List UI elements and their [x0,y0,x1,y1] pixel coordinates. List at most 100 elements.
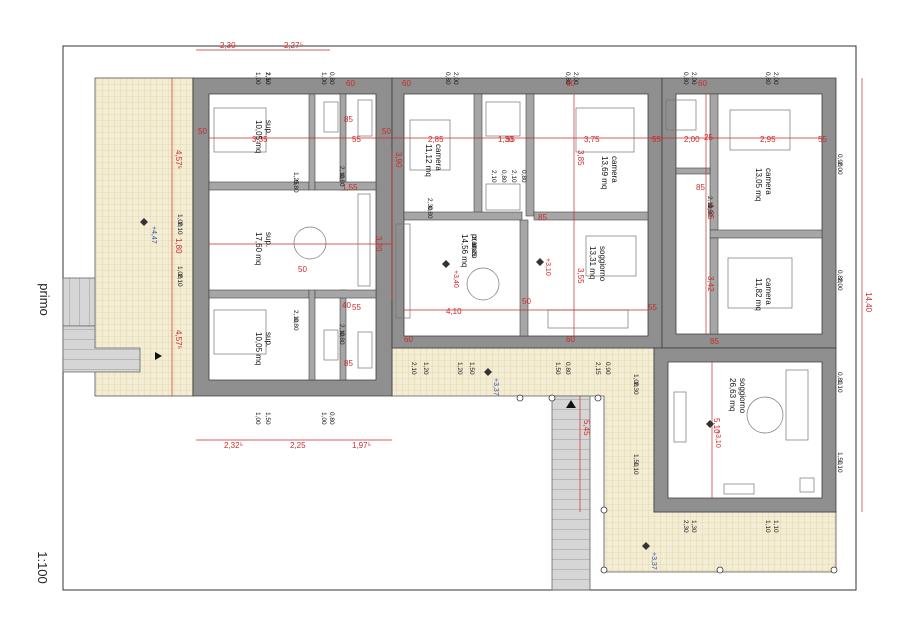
dim-interior-33: 85 [344,359,353,368]
elevation-1: +3,40 [452,270,459,288]
dim-interior-5: 2,95 [760,135,776,144]
room-area-camera-c: 13,05 mq [754,168,763,201]
stair-west [62,277,96,327]
dim-interior-28: 60 [566,79,575,88]
opening-label: 1,00 [254,412,261,425]
opening-label: 2,00 [772,72,779,85]
dim-interior-18: 50 [522,297,531,306]
opening-label: 1,20 [422,362,429,375]
elevation-2: +3,10 [544,258,551,276]
opening-label: 2,00 [452,72,459,85]
dim-interior-34: 85 [538,213,547,222]
room-area-sup-nw: 10,05 mq [254,120,263,153]
dim-interior-17: 50 [298,265,307,274]
opening-label: 1,25 [292,172,299,185]
opening-label: 1,00 [176,214,183,227]
dim-top-1: 2,30 [220,41,236,50]
opening-label: 2,10 [338,324,345,337]
dim-interior-36: 85 [710,337,719,346]
room-name-sup-w: sup. [264,232,273,247]
dim-interior-13: 5,45 [582,420,591,436]
opening-label: 2,30 [682,520,689,533]
opening-label: 2,10 [470,236,477,249]
opening-label: 2,10 [706,196,713,209]
dim-interior-32: 85 [344,115,353,124]
dim-interior-23: 55 [648,303,657,312]
opening-label: 2,10 [338,166,345,179]
opening-label: 1,00 [176,266,183,279]
terrace-west [94,77,194,397]
opening-label: 2,30 [426,198,433,211]
elevation-4: +3,37 [492,378,499,396]
opening-label: 1,10 [772,520,779,533]
room-area-camera-a: 11,12 mq [424,144,433,177]
opening-label: 1,50 [264,72,271,85]
room-area-sup-sw: 10,05 mq [254,332,263,365]
stair-west-landing [62,325,141,373]
opening-label: 2,00 [836,278,843,291]
opening-label: 1,50 [264,412,271,425]
room-name-sup-nw: sup. [264,120,273,135]
opening-label: 1,00 [632,374,639,387]
room-area-pranzo: 14,56 mq [460,234,469,267]
opening-label: 2,10 [176,222,183,235]
dim-interior-11: 3,42 [706,276,715,292]
opening-label: 0,80 [564,72,571,85]
opening-label: 2,10 [264,72,271,85]
stair-arrow-south [566,400,576,408]
opening-label: 2,00 [836,162,843,175]
opening-label: 0,90 [604,362,611,375]
dim-interior-25: 55 [506,135,515,144]
room-name-sup-sw: sup. [264,332,273,347]
opening-label: 1,50 [554,362,561,375]
room-name-soggiorno-b: soggiorno [738,378,747,414]
opening-label: 0,80 [764,72,771,85]
scale-label: 1:100 [34,551,50,584]
room-name-soggiorno-a: soggiorno [598,246,607,282]
opening-label: 1,10 [632,462,639,475]
dim-interior-4: 2,00 [684,135,700,144]
room-area-sup-w: 17,60 mq [254,232,263,265]
opening-label: 2,30 [632,382,639,395]
opening-label: 0,80 [292,180,299,193]
opening-label: 0,80 [564,362,571,375]
room-area-soggiorno-b: 26,63 mq [728,378,737,411]
dim-interior-37: 40 [342,301,351,310]
opening-label: 0,80 [338,174,345,187]
dim-interior-1: 2,85 [428,135,444,144]
opening-label: 0,80 [338,332,345,345]
opening-label: 0,80 [500,170,507,183]
opening-label: 2,10 [490,170,497,183]
dim-top-2: 2,27⁵ [284,41,303,50]
room-area-soggiorno-a: 13,31 mq [588,246,597,279]
opening-label: 0,80 [426,206,433,219]
terrace-columns [516,394,838,574]
dim-interior-29: 60 [698,79,707,88]
dim-interior-0: 3,35 [252,135,268,144]
opening-label: 0,80 [706,204,713,217]
opening-label: 1,30 [690,520,697,533]
dim-interior-20: 55 [352,135,361,144]
dim-interior-35: 85 [696,183,705,192]
dim-interior-7: 3,85 [576,150,585,166]
dim-interior-19: 50 [382,127,391,136]
dim-interior-2: 1,30 [498,135,514,144]
opening-label: 2,10 [410,362,417,375]
stair-south [551,395,591,591]
elevation-5: +3,37 [650,552,657,570]
terrace-south [391,347,837,573]
elevation-3: +3,10 [714,430,721,448]
stair-arrow-west [155,352,162,360]
opening-label: 1,10 [764,520,771,533]
opening-label: 2,10 [292,310,299,323]
dim-interior-15: 1,35 [706,204,715,220]
interior-walls [208,93,823,381]
opening-label: 1,10 [836,460,843,473]
dim-interior-26: 60 [346,79,355,88]
opening-label: 1,50 [468,362,475,375]
dim-interior-16: 50 [198,127,207,136]
opening-label: 2,00 [690,72,697,85]
elevation-markers: +4,47 +3,40 +3,10 +3,10 +3,37 +3,37 [140,218,721,570]
opening-label: 0,80 [444,72,451,85]
